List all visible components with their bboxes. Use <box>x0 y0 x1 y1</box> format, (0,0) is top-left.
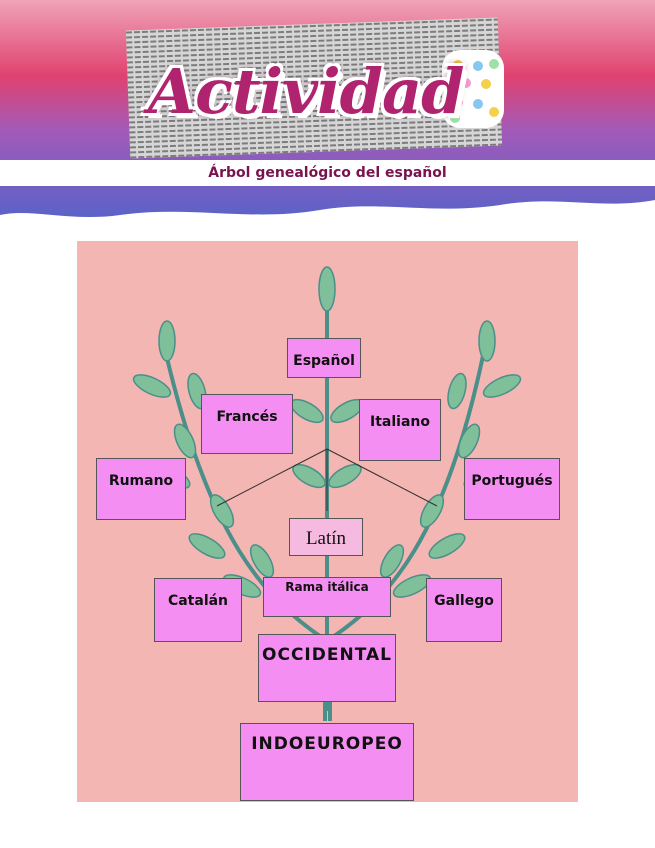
box-latin: Latín <box>289 518 363 556</box>
page-title: Actividad <box>148 52 438 132</box>
box-espanol: Español <box>287 338 361 378</box>
box-rumano: Rumano <box>96 458 186 520</box>
page-subtitle: Árbol genealógico del español <box>0 160 655 186</box>
box-italiano: Italiano <box>359 399 441 461</box>
tree-panel: Español Francés Italiano Rumano Portugué… <box>77 241 578 802</box>
box-frances: Francés <box>201 394 293 454</box>
box-indoeuropeo: INDOEUROPEO <box>240 723 414 801</box>
box-gallego: Gallego <box>426 578 502 642</box>
box-catalan: Catalán <box>154 578 242 642</box>
box-rama-italica: Rama itálica <box>263 577 391 617</box>
box-occidental: OCCIDENTAL <box>258 634 396 702</box>
box-portugues: Portugués <box>464 458 560 520</box>
header-banner: Actividad Árbol genealógico del español <box>0 0 655 230</box>
